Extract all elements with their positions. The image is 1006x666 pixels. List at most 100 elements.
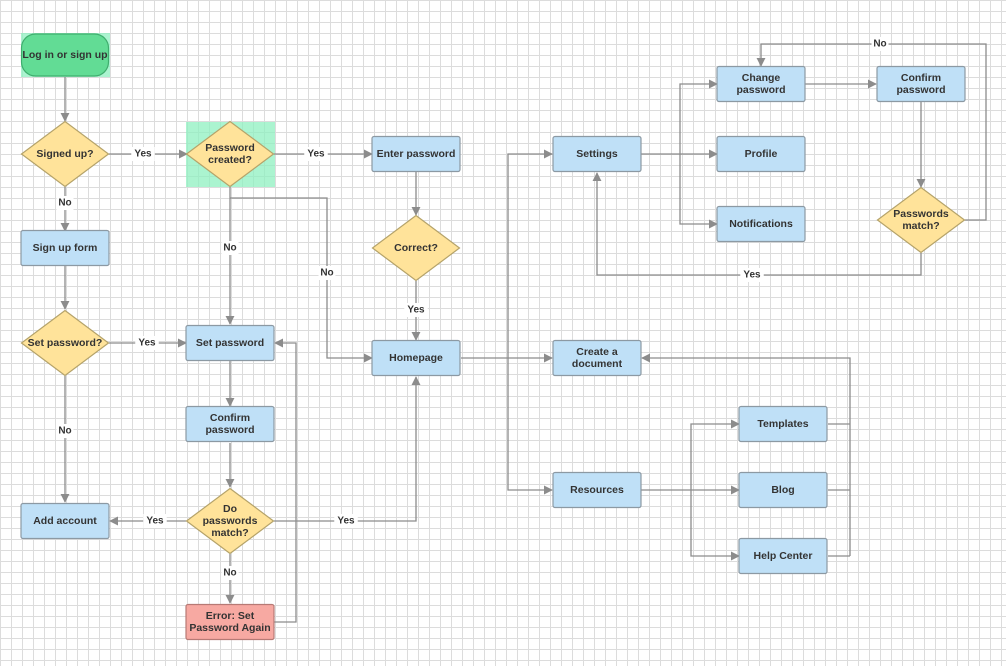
- edge-label-bg: [135, 336, 159, 350]
- node-templates[interactable]: Templates: [738, 405, 828, 443]
- node-login[interactable]: Log in or sign up: [20, 33, 110, 77]
- node-shape-add-account: [20, 502, 110, 540]
- node-label-set-password-q: Set password?: [28, 337, 103, 349]
- node-shape-enter-password: [371, 135, 461, 173]
- edge-label-bg: [221, 241, 239, 255]
- edge-label-password-created-yes: Yes: [307, 149, 325, 160]
- node-label-homepage: Homepage: [389, 352, 443, 364]
- node-layer: Log in or sign up Signed up? Passwordcreat…: [20, 33, 966, 641]
- node-shape-resources: [552, 471, 642, 509]
- node-label-correct: Correct?: [394, 242, 438, 254]
- edge-label-bg: [143, 514, 167, 528]
- node-shape-sign-up-form: [20, 229, 110, 267]
- node-shape-templates: [738, 405, 828, 443]
- connector-settings-notifications: [679, 154, 718, 229]
- node-label-templates: Templates: [757, 418, 808, 430]
- node-label-do-passwords-match: match?: [211, 527, 248, 539]
- node-help-center[interactable]: Help Center: [738, 537, 828, 575]
- connector-error-set: [274, 338, 297, 623]
- edge-label-correct-yes: Yes: [407, 305, 425, 316]
- node-label-create-document: document: [572, 358, 623, 370]
- node-resources[interactable]: Resources: [552, 471, 642, 509]
- node-label-signed-up: Signed up?: [36, 148, 93, 160]
- edge-label-signed-up-no: No: [58, 198, 71, 209]
- edge-label-bg: [304, 147, 328, 161]
- connector-resources-templates: [690, 419, 740, 490]
- node-blog[interactable]: Blog: [738, 471, 828, 509]
- connector-home-settings: [507, 149, 553, 358]
- node-label-error-set-password: Password Again: [189, 622, 270, 634]
- node-shape-error-set-password: [185, 603, 275, 641]
- edge-label-do-match-no: No: [223, 568, 236, 579]
- node-label-create-document: Create a: [576, 346, 618, 358]
- node-label-login: Log in or sign up: [22, 49, 107, 61]
- node-add-account[interactable]: Add account: [20, 502, 110, 540]
- node-shape-create-document: [552, 339, 642, 377]
- edge-label-bg: [56, 196, 74, 210]
- edge-label-bg: [404, 303, 428, 317]
- node-notifications[interactable]: Notifications: [716, 205, 806, 243]
- node-homepage[interactable]: Homepage: [371, 339, 461, 377]
- node-shape-do-passwords-match: [185, 487, 275, 555]
- node-shape-profile: [716, 135, 806, 173]
- node-label-passwords-match-2: Passwords: [893, 208, 949, 220]
- node-label-add-account: Add account: [33, 515, 97, 527]
- node-shape-notifications: [716, 205, 806, 243]
- connector-domatch-yes-home: [274, 376, 421, 522]
- node-shape-confirm-password-2: [876, 65, 966, 103]
- node-set-password[interactable]: Set password: [185, 324, 275, 362]
- node-settings[interactable]: Settings: [552, 135, 642, 173]
- node-shape-homepage: [371, 339, 461, 377]
- node-label-notifications: Notifications: [729, 218, 793, 230]
- node-label-enter-password: Enter password: [377, 148, 456, 160]
- node-label-help-center: Help Center: [754, 550, 813, 562]
- node-label-confirm-password: password: [205, 424, 254, 436]
- edge-label-signed-up-yes: Yes: [134, 149, 152, 160]
- edge-label-bg: [871, 37, 889, 51]
- node-label-confirm-password: Confirm: [210, 412, 250, 424]
- node-shape-help-center: [738, 537, 828, 575]
- node-label-settings: Settings: [576, 148, 618, 160]
- edge-label-match2-yes: Yes: [743, 270, 761, 281]
- edge-label-match2-no: No: [873, 39, 886, 50]
- node-shape-blog: [738, 471, 828, 509]
- node-shape-login: [20, 33, 110, 77]
- node-label-do-passwords-match: Do: [223, 503, 237, 515]
- node-label-set-password: Set password: [196, 337, 264, 349]
- node-enter-password[interactable]: Enter password: [371, 135, 461, 173]
- connector-resources-help: [690, 490, 740, 561]
- node-shape-change-password: [716, 65, 806, 103]
- edge-label-do-match-yes-add: Yes: [146, 516, 164, 527]
- node-label-change-password: password: [736, 84, 785, 96]
- node-shape-set-password: [185, 324, 275, 362]
- node-signed-up[interactable]: Signed up?: [20, 120, 110, 188]
- node-label-password-created: Password: [205, 142, 255, 154]
- edge-label-do-match-yes-home: Yes: [337, 516, 355, 527]
- edge-label-password-created-no-home: No: [320, 268, 333, 279]
- node-label-passwords-match-2: match?: [902, 220, 939, 232]
- node-shape-set-password-q: [20, 309, 110, 377]
- connector-home-resources: [507, 358, 553, 495]
- node-label-change-password: Change: [742, 72, 781, 84]
- node-shape-passwords-match-2: [876, 186, 966, 254]
- node-correct[interactable]: Correct?: [371, 214, 461, 282]
- node-set-password-q[interactable]: Set password?: [20, 309, 110, 377]
- node-label-profile: Profile: [745, 148, 778, 160]
- edge-label-password-created-no-set: No: [223, 243, 236, 254]
- edge-label-bg: [334, 514, 358, 528]
- node-label-confirm-password-2: Confirm: [901, 72, 941, 84]
- node-sign-up-form[interactable]: Sign up form: [20, 229, 110, 267]
- edge-label-bg: [131, 147, 155, 161]
- node-profile[interactable]: Profile: [716, 135, 806, 173]
- node-label-resources: Resources: [570, 484, 624, 496]
